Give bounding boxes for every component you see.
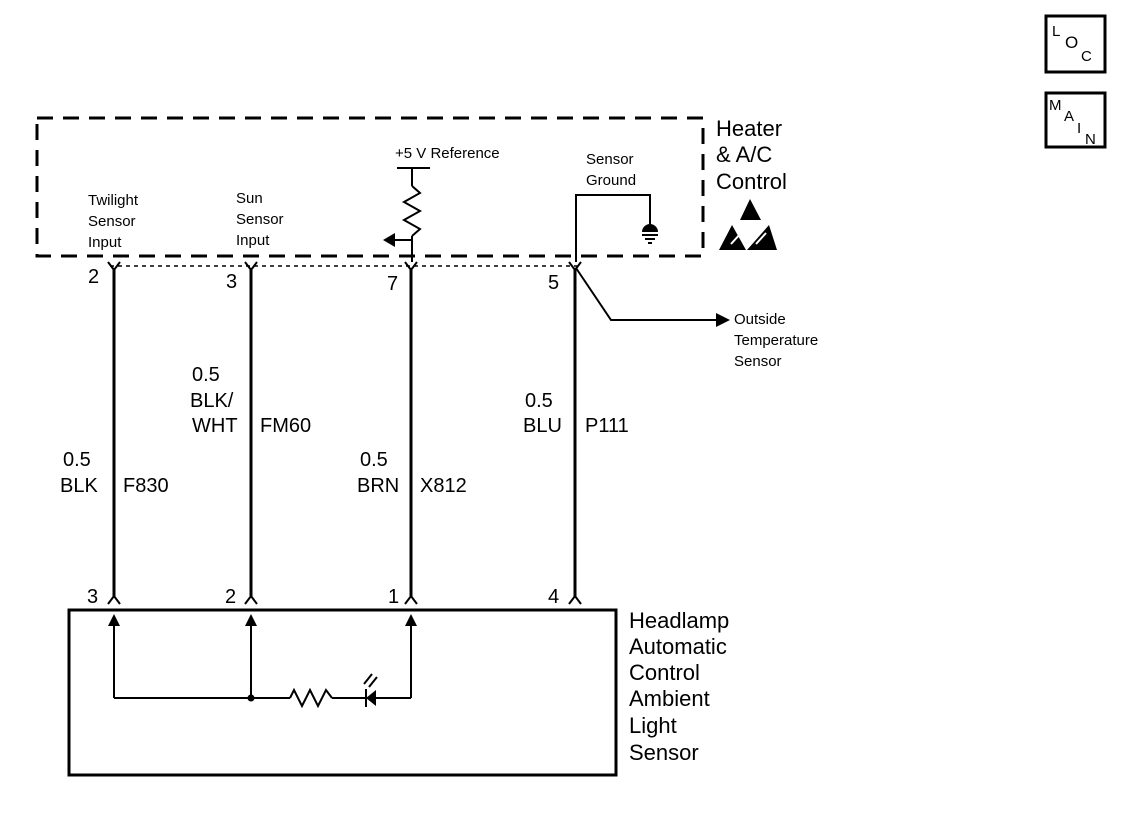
- main-letter-m: M: [1049, 97, 1062, 114]
- wire-size: 0.5: [360, 449, 388, 471]
- main-letter-a: A: [1064, 108, 1074, 125]
- signal-arrow-icon: [383, 233, 395, 247]
- wire-color: BLK/: [190, 390, 234, 412]
- wire-color: BRN: [357, 475, 399, 497]
- wire-color: WHT: [192, 415, 238, 437]
- bottom-pin-number: 4: [548, 586, 559, 608]
- top-pin-number: 5: [548, 272, 559, 294]
- outside-sensor-label-2: Temperature: [734, 332, 818, 349]
- hvac-module-name-3: Control: [716, 169, 787, 194]
- wire-label-ground: 0.5 BLU P111: [523, 390, 629, 437]
- loc-letter-o: O: [1065, 33, 1078, 52]
- sensor-name-6: Sensor: [629, 740, 699, 765]
- pullup-resistor: [383, 167, 430, 262]
- sensor-name-1: Headlamp: [629, 608, 729, 633]
- sensor-resistor: [289, 687, 333, 709]
- wire-sun[interactable]: [244, 261, 258, 605]
- bottom-pin-number: 2: [225, 586, 236, 608]
- sensor-name-3: Control: [629, 660, 700, 685]
- loc-letter-c: C: [1081, 48, 1092, 65]
- circuit-number: P111: [585, 415, 629, 437]
- sensor-box: [67, 608, 618, 777]
- outside-sensor-label-3: Sensor: [734, 353, 782, 370]
- photodiode-icon: [363, 673, 411, 707]
- wire-label-twilight: 0.5 BLK F830: [60, 449, 169, 497]
- sensor-name-5: Light: [629, 713, 677, 738]
- hvac-module-name-1: Heater: [716, 116, 782, 141]
- outside-sensor-label-1: Outside: [734, 311, 786, 328]
- twilight-input-label-3: Input: [88, 234, 122, 251]
- wire-color: BLU: [523, 415, 562, 437]
- sensor-name-4: Ambient: [629, 686, 710, 711]
- junction-dot: [247, 694, 255, 702]
- sun-input-label-2: Sensor: [236, 211, 284, 228]
- twilight-input-label-2: Sensor: [88, 213, 136, 230]
- wire-color: BLK: [60, 475, 98, 497]
- top-pin-number: 2: [88, 266, 99, 288]
- bottom-pin-number: 3: [87, 586, 98, 608]
- wire-reference[interactable]: [404, 261, 418, 605]
- circuit-number: FM60: [260, 415, 311, 437]
- reference-voltage-label: +5 V Reference: [395, 145, 500, 162]
- wire-label-sun: 0.5 BLK/ WHT FM60: [190, 364, 311, 437]
- wire-size: 0.5: [525, 390, 553, 412]
- wire-size: 0.5: [192, 364, 220, 386]
- sun-input-label-1: Sun: [236, 190, 263, 207]
- bottom-pin-number: 1: [388, 586, 399, 608]
- hvac-control-module: Heater & A/C Control Twilight Sensor Inp…: [35, 116, 787, 262]
- main-letter-i: I: [1077, 120, 1081, 137]
- wire-label-reference: 0.5 BRN X812: [357, 449, 467, 497]
- circuit-number: X812: [420, 475, 467, 497]
- twilight-input-label-1: Twilight: [88, 192, 139, 209]
- ground-icon: [642, 224, 658, 232]
- sensor-ground-label-1: Sensor: [586, 151, 634, 168]
- sensor-ground-circuit: [575, 194, 658, 262]
- main-button[interactable]: M A I N: [1044, 91, 1107, 149]
- wire-size: 0.5: [63, 449, 91, 471]
- sensor-name-2: Automatic: [629, 634, 727, 659]
- loc-button[interactable]: L O C: [1044, 14, 1107, 74]
- arrow-right-icon: [716, 313, 730, 327]
- top-pin-number: 3: [226, 271, 237, 293]
- ambient-light-sensor: Headlamp Automatic Control Ambient Light…: [67, 608, 729, 777]
- outside-temp-branch: Outside Temperature Sensor: [575, 267, 818, 370]
- circuit-number: F830: [123, 475, 169, 497]
- sensor-ground-label-2: Ground: [586, 172, 636, 189]
- hvac-module-name-2: & A/C: [716, 142, 772, 167]
- top-pin-number: 7: [387, 273, 398, 295]
- wire-twilight[interactable]: [107, 261, 121, 605]
- main-letter-n: N: [1085, 131, 1096, 148]
- sun-input-label-3: Input: [236, 232, 270, 249]
- esd-sensitive-icon: [719, 199, 777, 250]
- loc-letter-l: L: [1052, 23, 1060, 40]
- wire-ground[interactable]: [568, 261, 582, 605]
- hvac-module-outline: [35, 116, 705, 258]
